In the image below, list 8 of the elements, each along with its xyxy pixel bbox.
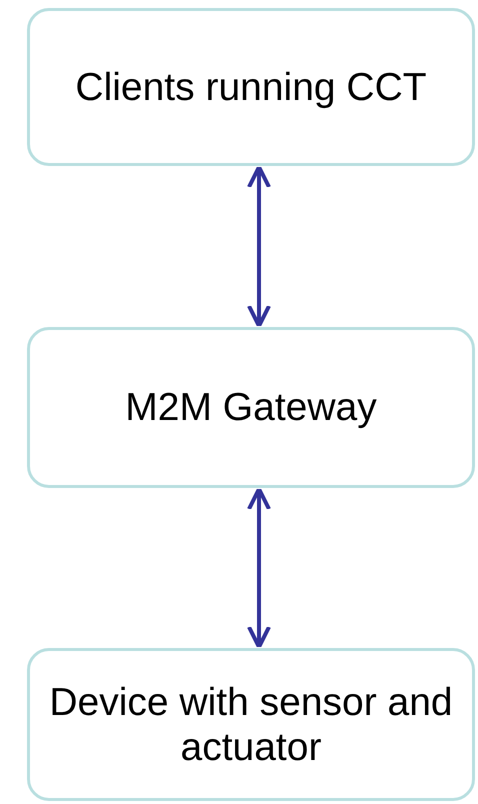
box-label: Device with sensor and actuator <box>48 680 454 770</box>
process-box <box>27 648 475 801</box>
process-box <box>27 327 475 488</box>
double-arrow <box>247 487 271 649</box>
double-arrow <box>247 165 271 328</box>
box-label: M2M Gateway <box>124 385 378 430</box>
process-box <box>27 8 475 166</box>
box-label: Clients running CCT <box>74 64 428 110</box>
